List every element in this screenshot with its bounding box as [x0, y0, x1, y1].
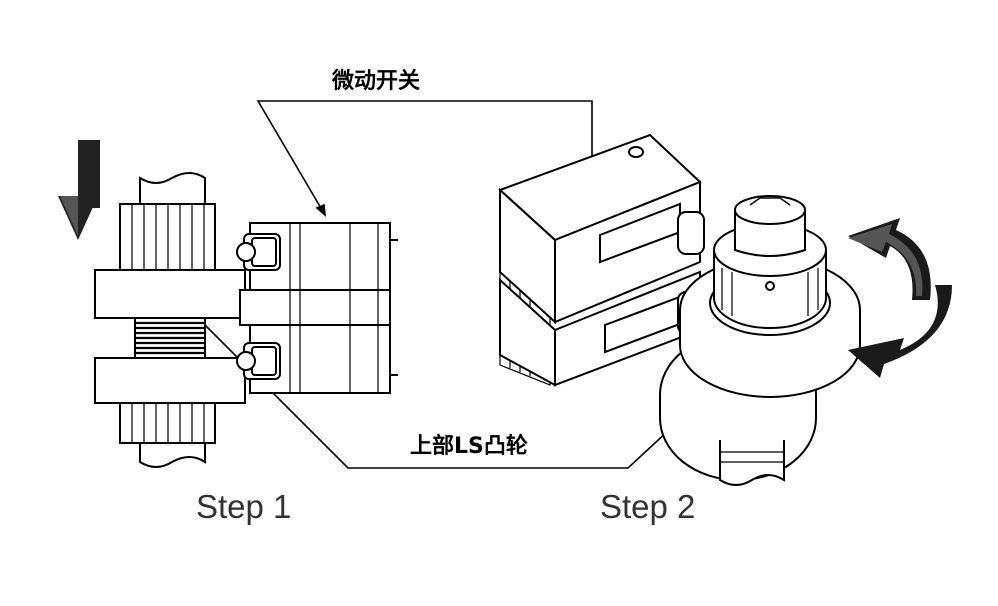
upper-ls-cam-label: 上部LS凸轮 [410, 434, 528, 459]
step1-caption: Step 1 [196, 488, 292, 525]
step2-assembly [498, 133, 861, 486]
rotation-arrow-icon [848, 218, 952, 378]
step1-assembly [58, 140, 398, 468]
switch-leader-line [256, 100, 593, 216]
labels [328, 68, 572, 462]
down-arrow-icon [58, 140, 100, 240]
step2-caption: Step 2 [600, 488, 696, 525]
micro-switch-label: 微动开关 [332, 69, 421, 94]
